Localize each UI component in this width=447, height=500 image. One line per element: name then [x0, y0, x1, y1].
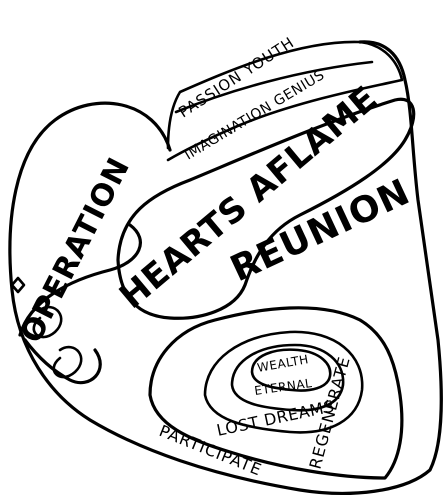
lower-heart-outline — [148, 306, 404, 480]
lost-dreams-ring — [203, 330, 364, 434]
operation-loop-symbol — [32, 305, 83, 379]
eternal-text: ETERNAL — [253, 376, 313, 398]
eternal-ring — [230, 343, 345, 412]
upper-banner-outline — [166, 40, 404, 162]
outer-heart-outline — [8, 40, 443, 495]
hearts-aflame-band — [116, 97, 416, 320]
wealth-ring — [250, 348, 332, 392]
banner-divider-line — [174, 60, 374, 114]
operation-swoosh — [18, 223, 142, 385]
diamond-mark-icon — [10, 276, 26, 294]
